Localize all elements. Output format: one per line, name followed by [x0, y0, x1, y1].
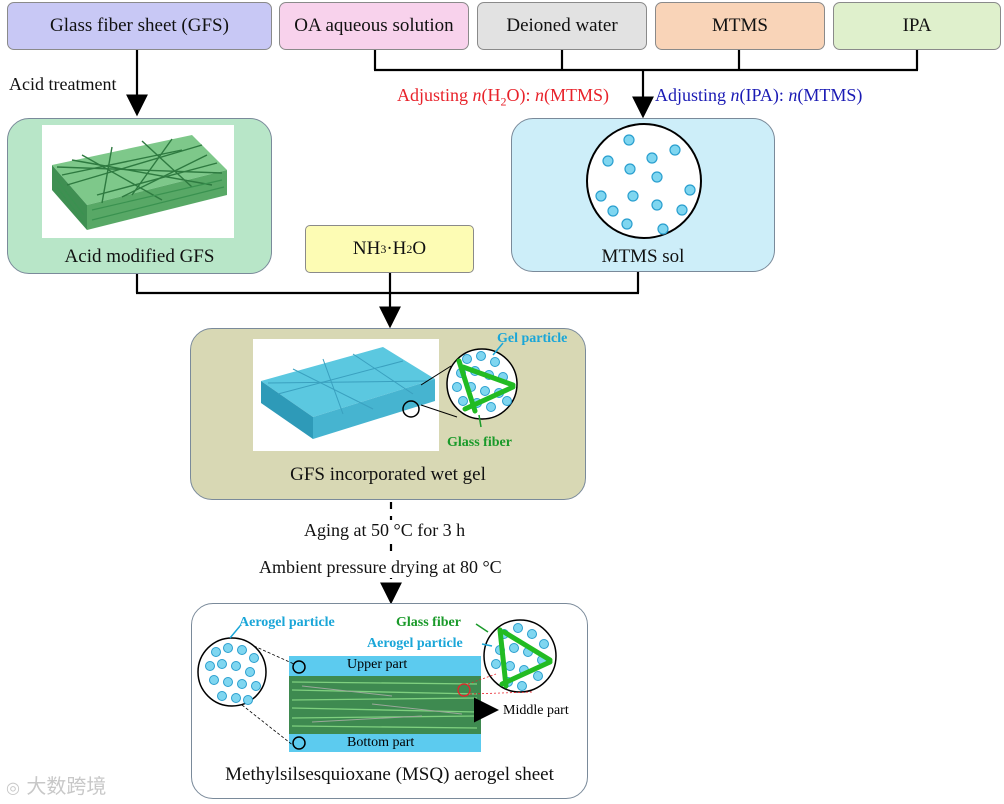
- watermark-text: 大数跨境: [26, 774, 107, 798]
- adjust-water-n2: n: [535, 85, 545, 105]
- mtms-sol-panel: MTMS sol: [511, 118, 775, 272]
- sol-particles-icon: [586, 123, 702, 239]
- adjust-water-suffix: (MTMS): [544, 85, 610, 105]
- adjust-water-mid2: O):: [506, 85, 536, 105]
- aerogel-sheet-diagram: [197, 619, 557, 752]
- adjust-ipa-n1: n: [730, 85, 740, 105]
- deioned-water-box: Deioned water: [477, 2, 647, 50]
- adjust-water-sub: 2: [500, 94, 507, 109]
- green-fiber-sheet-icon: [52, 135, 227, 230]
- blue-gel-sheet-icon: [261, 347, 435, 439]
- fiber-sheet-image: [42, 125, 234, 238]
- nh3-sub2: 2: [406, 241, 413, 256]
- drying-label: Ambient pressure drying at 80 °C: [257, 557, 504, 578]
- acid-treatment-label: Acid treatment: [9, 74, 117, 94]
- glass-fiber-sheet-box: Glass fiber sheet (GFS): [7, 2, 272, 50]
- glass-fiber-label-2: Glass fiber: [396, 615, 461, 630]
- mtms-sol-label: MTMS sol: [601, 246, 685, 267]
- adjust-water-prefix: Adjusting: [397, 85, 473, 105]
- glass-fiber-label-1: Glass fiber: [447, 435, 512, 450]
- adjust-ipa-suffix: (MTMS): [797, 85, 863, 105]
- adjust-ipa-n2: n: [788, 85, 798, 105]
- oa-solution-box: OA aqueous solution: [279, 2, 469, 50]
- aerogel-sheet-panel: Aerogel particle Glass fiber Aerogel par…: [191, 603, 588, 799]
- aerogel-sheet-label: Methylsilsesquioxane (MSQ) aerogel sheet: [225, 764, 554, 785]
- adjust-water-mid: (H: [481, 85, 501, 105]
- nh3-a: NH: [352, 238, 381, 259]
- nh3-b: O: [412, 238, 427, 259]
- gel-particle-label: Gel particle: [497, 331, 568, 346]
- adjust-water-label: Adjusting n(H2O): n(MTMS): [397, 85, 609, 110]
- adjust-ipa-prefix: Adjusting: [655, 85, 731, 105]
- upper-part-label: Upper part: [347, 657, 408, 672]
- gel-zoom-icon: [420, 342, 518, 428]
- watermark: ◎ 大数跨境: [6, 770, 106, 799]
- nh3-sub: 3: [380, 241, 387, 256]
- adjust-ipa-mid: (IPA):: [739, 85, 789, 105]
- mtms-box: MTMS: [655, 2, 825, 50]
- acid-modified-gfs-panel: Acid modified GFS: [7, 118, 272, 274]
- adjust-water-n1: n: [472, 85, 482, 105]
- wet-gel-label: GFS incorporated wet gel: [290, 464, 486, 485]
- ipa-box: IPA: [833, 2, 1001, 50]
- wet-gel-panel: Gel particle Glass fiber GFS incorporate…: [190, 328, 586, 500]
- adjust-ipa-label: Adjusting n(IPA): n(MTMS): [655, 85, 862, 106]
- middle-part-label: Middle part: [503, 703, 569, 718]
- acid-modified-gfs-label: Acid modified GFS: [64, 246, 215, 267]
- wet-gel-image: [253, 339, 439, 451]
- aerogel-particle-left-label: Aerogel particle: [239, 615, 335, 630]
- aging-label: Aging at 50 °C for 3 h: [302, 520, 468, 541]
- nh3-dot: ·H: [386, 238, 407, 259]
- watermark-logo-icon: ◎: [6, 778, 20, 797]
- aerogel-particle-right-label: Aerogel particle: [367, 636, 463, 651]
- bottom-part-label: Bottom part: [347, 735, 415, 750]
